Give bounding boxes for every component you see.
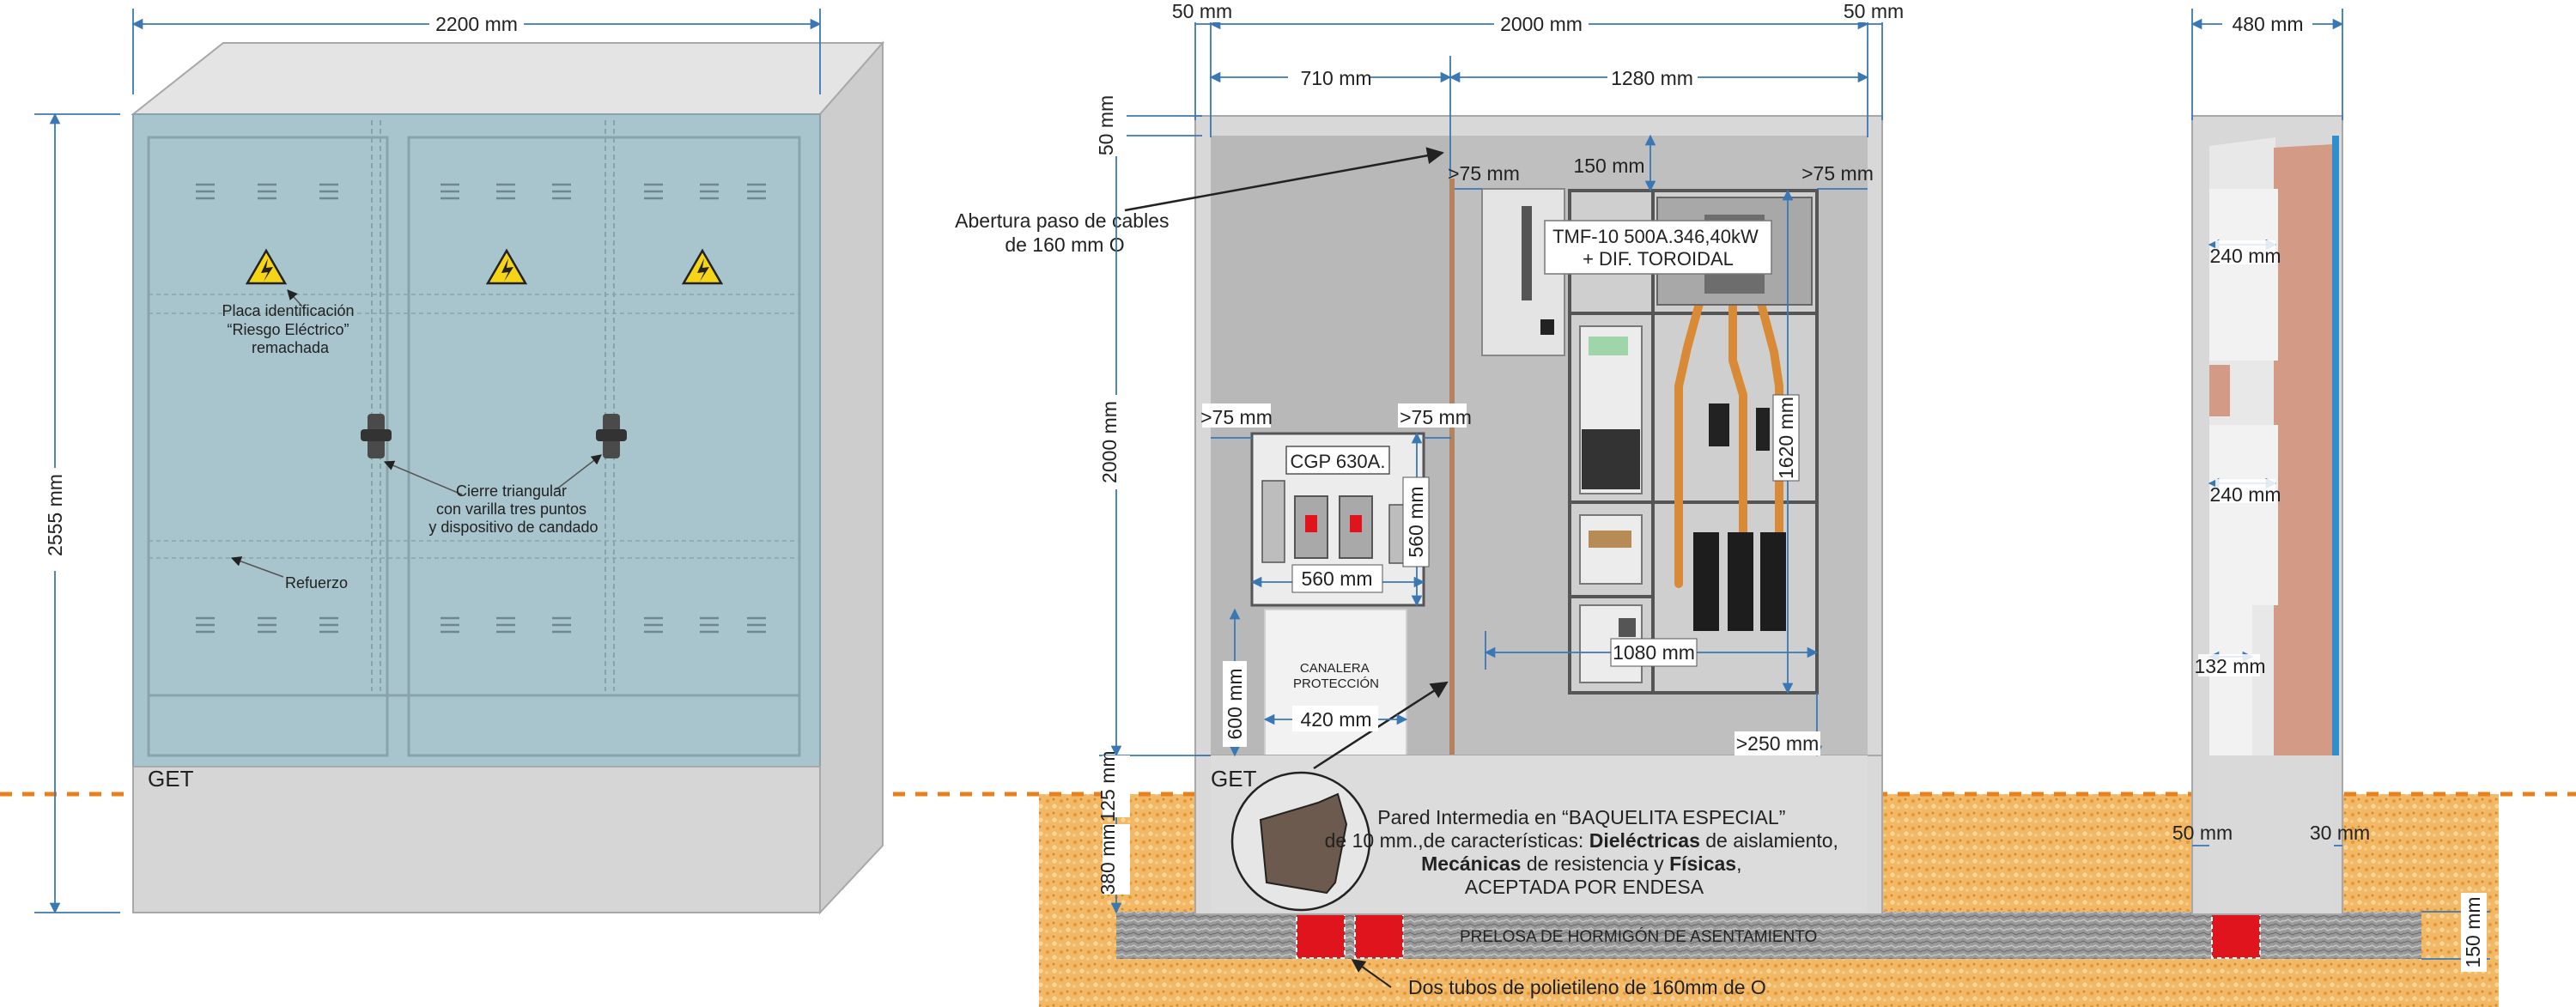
pared-line: Mecánicas de resistencia y Físicas, [1421,852,1741,875]
cgp-label-box [1285,446,1390,475]
interior-view [1194,115,1883,915]
get-label: GET [1211,766,1257,792]
side-view [2191,115,2343,915]
dim-150: 150 mm [1573,155,1644,177]
get-label: GET [148,766,194,792]
electrical-risk-warning-icon [681,248,724,285]
dim-50-left: 50 mm [1172,0,1232,22]
cgp-label: CGP 630A. [1291,451,1386,472]
abertura-line: de 160 mm O [1005,234,1124,256]
dim-420: 420 mm [1300,708,1371,731]
svg-text:Placa identificación “Ries: Placa identificación “Riesgo Eléctrico” … [222,302,358,356]
pared-line: de 10 mm.,de características: Dieléctric… [1325,829,1838,852]
dim-240-a: 240 mm [2209,245,2281,267]
dim-480: 480 mm [2232,13,2303,35]
front-view [131,40,885,915]
dim-125: 125 mm [1097,750,1119,822]
svg-text:Abertura paso de cables de: Abertura paso de cables de 160 mm O [955,209,1175,256]
svg-text:Pared Intermedia en “BAQUELITA: Pared Intermedia en “BAQUELITA ESPECIAL”… [1325,806,1844,898]
dim-gt75-a: >75 mm [1448,162,1520,185]
pared-line: Pared Intermedia en “BAQUELITA ESPECIAL” [1377,806,1785,828]
dim-gt75-d: >75 mm [1400,406,1472,428]
placa-note-line: Placa identificación [222,302,354,319]
dim-150-side: 150 mm [2462,896,2484,968]
dim-2000-top: 2000 mm [1500,13,1583,35]
svg-text:Cierre triangular con vari: Cierre triangular con varilla tres punto… [428,482,598,536]
cierre-note-line: Cierre triangular [456,482,567,500]
tmf-label-box [1544,220,1772,275]
placa-note-line: remachada [252,339,330,356]
electrical-risk-warning-icon [245,248,288,285]
dim-50-vert: 50 mm [1095,95,1117,155]
dim-560-v: 560 mm [1405,486,1427,557]
cierre-note-line: con varilla tres puntos [436,500,586,518]
tmf-label-line: TMF-10 500A.346,40kW [1552,226,1759,247]
electrical-risk-warning-icon [485,248,528,285]
refuerzo-note: Refuerzo [285,574,348,591]
placa-note-line: “Riesgo Eléctrico” [227,321,349,338]
dim-710: 710 mm [1300,67,1371,89]
dim-240-b: 240 mm [2209,483,2281,506]
door-lock-icon [596,414,627,458]
dim-1280: 1280 mm [1611,67,1693,89]
prelosa-label: PRELOSA DE HORMIGÓN DE ASENTAMIENTO [1460,927,1817,946]
canalera-line: CANALERA [1300,661,1370,676]
door-lock-icon [361,414,392,458]
dim-gt75-c: >75 mm [1200,406,1273,428]
dim-560-h: 560 mm [1301,567,1372,590]
dim-50-side: 50 mm [2172,822,2233,844]
cierre-note-line: y dispositivo de candado [428,519,598,536]
svg-text:TMF-10 500A.346,40kW + DIF: TMF-10 500A.346,40kW + DIF. TOROIDAL [1552,226,1764,270]
pared-line: ACEPTADA POR ENDESA [1465,876,1704,898]
tubes-note: Dos tubos de polietileno de 160mm de O [1408,976,1766,998]
dim-380: 380 mm [1097,823,1119,895]
svg-text:CANALERA PROTECCIÓN: CANALERA PROTECCIÓN [1293,661,1379,691]
polyethylene-tubes [1296,913,2261,959]
dim-50-right: 50 mm [1844,0,1904,22]
dim-gt75-b: >75 mm [1801,162,1874,185]
dim-30-side: 30 mm [2310,822,2370,844]
dim-600: 600 mm [1224,668,1246,739]
tmf-label-line: + DIF. TOROIDAL [1583,248,1734,270]
abertura-line: Abertura paso de cables [955,209,1169,232]
dim-132: 132 mm [2194,655,2265,677]
dim-2555: 2555 mm [44,474,66,556]
dim-1080: 1080 mm [1613,641,1695,664]
dim-2200: 2200 mm [435,13,518,35]
dim-gt250: >250 mm [1736,732,1820,755]
dim-1620: 1620 mm [1775,397,1797,479]
dim-2000-vert: 2000 mm [1098,401,1121,483]
canalera-line: PROTECCIÓN [1293,676,1379,691]
